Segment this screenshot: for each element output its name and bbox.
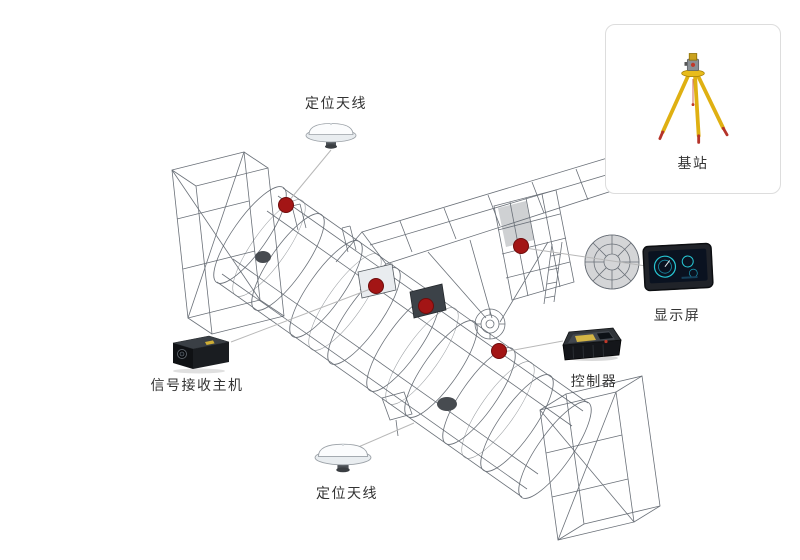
display-screen-icon [642,242,714,292]
stacker-wireframe [335,149,647,340]
base-station-label: 基站 [677,155,709,171]
antenna-bottom-label: 定位天线 [316,485,378,501]
mount-point-marker [278,197,294,213]
mount-point-markers [278,197,529,359]
antenna-top-label: 定位天线 [305,95,367,111]
receiver-label: 信号接收主机 [150,377,244,393]
tank-wireframe-fine [232,199,535,459]
gnss-antenna-icon-bottom [311,438,375,476]
mount-point-marker [368,278,384,294]
gnss-antenna-icon-top [303,118,359,152]
tripod-base-station-icon [645,45,741,149]
base-station-card: 基站 [605,24,781,194]
controller-icon [559,320,625,362]
end-frame-left [171,151,285,335]
mount-point-marker [513,238,529,254]
controller-label: 控制器 [570,373,618,389]
end-frame-right [539,375,661,541]
connector-lines [230,149,647,449]
mount-point-marker [491,343,507,359]
mount-point-marker [418,298,434,314]
receiver-host-icon [169,330,233,374]
display-label: 显示屏 [653,307,701,323]
